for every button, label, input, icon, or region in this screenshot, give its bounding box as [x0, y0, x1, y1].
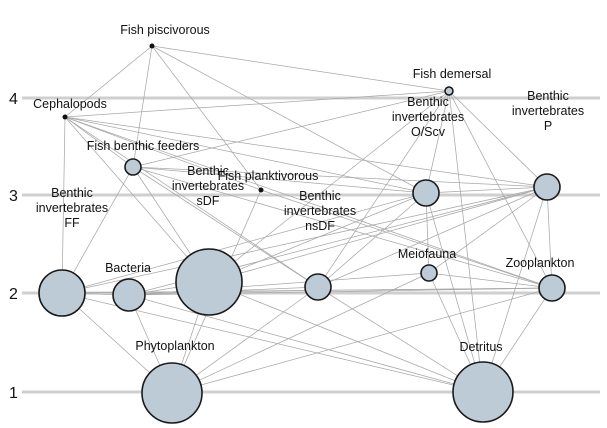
trophic-level-label: 4: [9, 91, 18, 108]
node-label-detritus: Detritus: [459, 340, 502, 354]
feeding-link: [428, 272, 553, 289]
node-label-phytoplankton: Phytoplankton: [135, 339, 214, 353]
feeding-link: [208, 186, 548, 283]
feeding-link: [171, 287, 553, 394]
trophic-level-label: 1: [9, 385, 18, 402]
node-label-meiofauna: Meiofauna: [398, 247, 456, 261]
node-bacteria: [112, 278, 146, 312]
feeding-link: [317, 186, 548, 288]
feeding-link: [64, 45, 153, 118]
feeding-link: [64, 90, 450, 118]
node-label-fish-demersal: Fish demersal: [413, 67, 492, 81]
feeding-link: [61, 186, 548, 294]
node-label-benthic-invertebrates-p: P: [544, 119, 552, 133]
node-benthic-invertebrates-ff: [38, 269, 86, 317]
feeding-link: [61, 166, 134, 294]
node-label-fish-benthic-feeders: Fish benthic feeders: [87, 139, 200, 153]
node-label-benthic-invertebrates-sdf: invertebrates: [172, 179, 244, 193]
feeding-link: [64, 116, 134, 168]
feeding-link: [428, 186, 548, 274]
feeding-link: [546, 186, 553, 289]
feeding-link: [208, 281, 484, 393]
trophic-level-label: 3: [9, 188, 18, 205]
feeding-link: [128, 294, 484, 393]
feeding-link: [482, 186, 548, 393]
feeding-link: [425, 192, 484, 393]
feeding-link: [171, 272, 430, 394]
node-zooplankton: [538, 274, 566, 302]
node-label-cephalopods: Cephalopods: [33, 97, 107, 111]
feeding-link: [61, 116, 66, 294]
feeding-link: [425, 186, 548, 194]
feeding-link: [151, 45, 262, 191]
feeding-link: [425, 90, 450, 194]
feeding-link: [260, 189, 553, 289]
feeding-link: [64, 116, 553, 289]
feeding-link: [61, 192, 427, 294]
trophic-level-label: 2: [9, 286, 18, 303]
node-fish-planktivorous: [258, 187, 264, 193]
node-benthic-invertebrates-sdf: [175, 248, 243, 316]
node-benthic-invertebrates-o-scv: [412, 179, 440, 207]
feeding-link: [132, 166, 548, 188]
feeding-link: [132, 166, 319, 288]
node-label-benthic-invertebrates-nsdf: Benthic: [299, 189, 341, 203]
feeding-link: [132, 166, 427, 194]
node-label-benthic-invertebrates-nsdf: nsDF: [305, 219, 335, 233]
node-benthic-invertebrates-p: [533, 173, 561, 201]
trophic-level-layer: 4 3 2 1: [9, 91, 600, 402]
node-label-benthic-invertebrates-p: invertebrates: [512, 104, 584, 118]
nodes-layer: [38, 43, 566, 424]
node-benthic-invertebrates-nsdf: [304, 273, 332, 301]
feeding-link: [317, 192, 427, 288]
feeding-links-layer: [61, 45, 553, 394]
node-label-benthic-invertebrates-nsdf: invertebrates: [284, 204, 356, 218]
feeding-link: [448, 90, 548, 188]
node-label-benthic-invertebrates-o-scv: invertebrates: [392, 110, 464, 124]
node-label-bacteria: Bacteria: [105, 261, 151, 275]
feeding-link: [448, 90, 484, 393]
node-label-benthic-invertebrates-o-scv: O/Scv: [411, 125, 446, 139]
feeding-link: [132, 90, 450, 168]
feeding-link: [151, 45, 427, 194]
node-cephalopods: [62, 114, 68, 120]
feeding-link: [132, 45, 153, 168]
node-label-benthic-invertebrates-sdf: sDF: [197, 194, 220, 208]
node-label-zooplankton: Zooplankton: [506, 256, 575, 270]
feeding-link: [151, 45, 450, 92]
node-label-benthic-invertebrates-ff: FF: [64, 216, 80, 230]
feeding-link: [64, 116, 427, 194]
node-fish-benthic-feeders: [124, 158, 142, 176]
feeding-link: [208, 90, 450, 283]
node-detritus: [452, 361, 514, 423]
feeding-link: [64, 116, 548, 188]
node-phytoplankton: [141, 362, 203, 424]
node-meiofauna: [420, 264, 438, 282]
feeding-link: [64, 116, 262, 191]
node-label-benthic-invertebrates-ff: invertebrates: [36, 201, 108, 215]
node-label-benthic-invertebrates-p: Benthic: [527, 89, 569, 103]
node-label-fish-piscivorous: Fish piscivorous: [120, 23, 210, 37]
node-label-benthic-invertebrates-ff: Benthic: [51, 186, 93, 200]
node-label-fish-planktivorous: Fish planktivorous: [218, 169, 319, 183]
feeding-link: [64, 116, 319, 288]
node-fish-piscivorous: [149, 43, 155, 49]
node-fish-demersal: [444, 86, 454, 96]
feeding-link: [64, 116, 210, 283]
node-label-benthic-invertebrates-sdf: Benthic: [187, 164, 229, 178]
feeding-link: [317, 286, 484, 393]
node-label-benthic-invertebrates-o-scv: Benthic: [407, 95, 449, 109]
